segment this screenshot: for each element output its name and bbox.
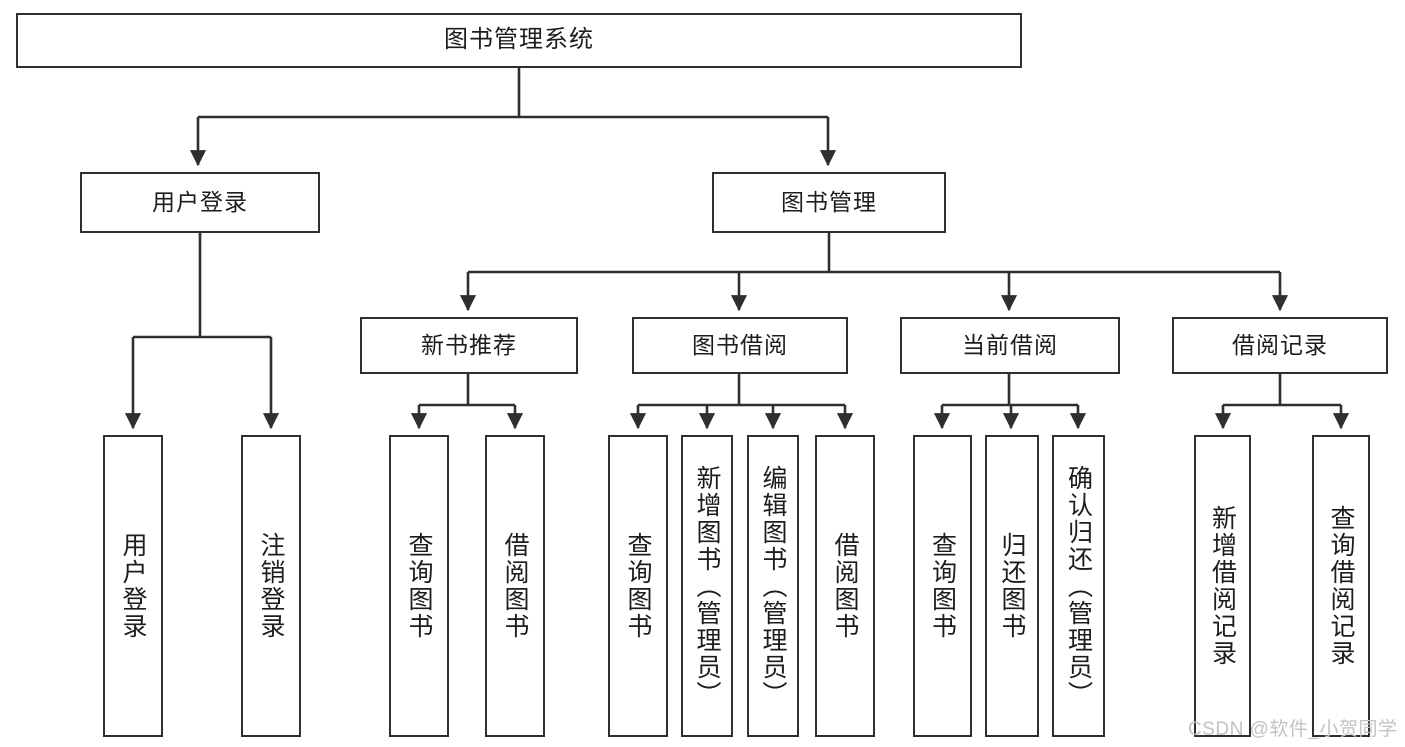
node-borrow-record[interactable]: 借阅记录 [1172, 317, 1388, 374]
node-book-borrow[interactable]: 图书借阅 [632, 317, 848, 374]
leaf-node[interactable]: 查询图书 [913, 435, 972, 737]
leaf-node[interactable]: 确认归还（管理员） [1052, 435, 1105, 737]
leaf-node-label: 新增借阅记录 [1208, 505, 1237, 667]
leaf-node[interactable]: 编辑图书（管理员） [747, 435, 799, 737]
csdn-watermark: CSDN @软件_小贺同学 [1188, 719, 1398, 740]
leaf-node-label: 确认归还（管理员） [1064, 464, 1093, 708]
node-user-login-label: 用户登录 [152, 188, 248, 215]
leaf-node-label: 查询图书 [624, 532, 652, 640]
leaf-node[interactable]: 查询借阅记录 [1312, 435, 1370, 737]
leaf-node-label: 查询图书 [928, 532, 957, 640]
leaf-node[interactable]: 借阅图书 [485, 435, 545, 737]
node-new-book-recommend[interactable]: 新书推荐 [360, 317, 578, 374]
leaf-node-label: 归还图书 [998, 532, 1026, 640]
node-current-borrow[interactable]: 当前借阅 [900, 317, 1120, 374]
leaf-node-label: 编辑图书（管理员） [759, 464, 787, 708]
leaf-node-label: 注销登录 [257, 532, 285, 640]
leaf-node-label: 借阅图书 [831, 532, 859, 640]
leaf-node[interactable]: 借阅图书 [815, 435, 875, 737]
node-book-management[interactable]: 图书管理 [712, 172, 946, 233]
leaf-node[interactable]: 查询图书 [389, 435, 449, 737]
node-current-borrow-label: 当前借阅 [962, 331, 1058, 358]
leaf-node[interactable]: 归还图书 [985, 435, 1039, 737]
node-root-label: 图书管理系统 [444, 26, 594, 54]
leaf-node-label: 查询图书 [405, 532, 433, 640]
leaf-node-label: 新增图书（管理员） [693, 464, 721, 708]
node-book-management-label: 图书管理 [781, 188, 877, 215]
node-book-borrow-label: 图书借阅 [692, 331, 788, 358]
leaf-node[interactable]: 新增借阅记录 [1194, 435, 1251, 737]
leaf-node[interactable]: 注销登录 [241, 435, 301, 737]
node-new-book-recommend-label: 新书推荐 [421, 331, 517, 358]
leaf-node-label: 查询借阅记录 [1327, 505, 1355, 667]
leaf-node[interactable]: 用户登录 [103, 435, 163, 737]
leaf-node[interactable]: 查询图书 [608, 435, 668, 737]
leaf-node-label: 用户登录 [119, 532, 147, 640]
node-root-system[interactable]: 图书管理系统 [16, 13, 1022, 68]
node-user-login[interactable]: 用户登录 [80, 172, 320, 233]
leaf-node-label: 借阅图书 [501, 532, 529, 640]
leaf-node[interactable]: 新增图书（管理员） [681, 435, 733, 737]
node-borrow-record-label: 借阅记录 [1232, 331, 1328, 358]
